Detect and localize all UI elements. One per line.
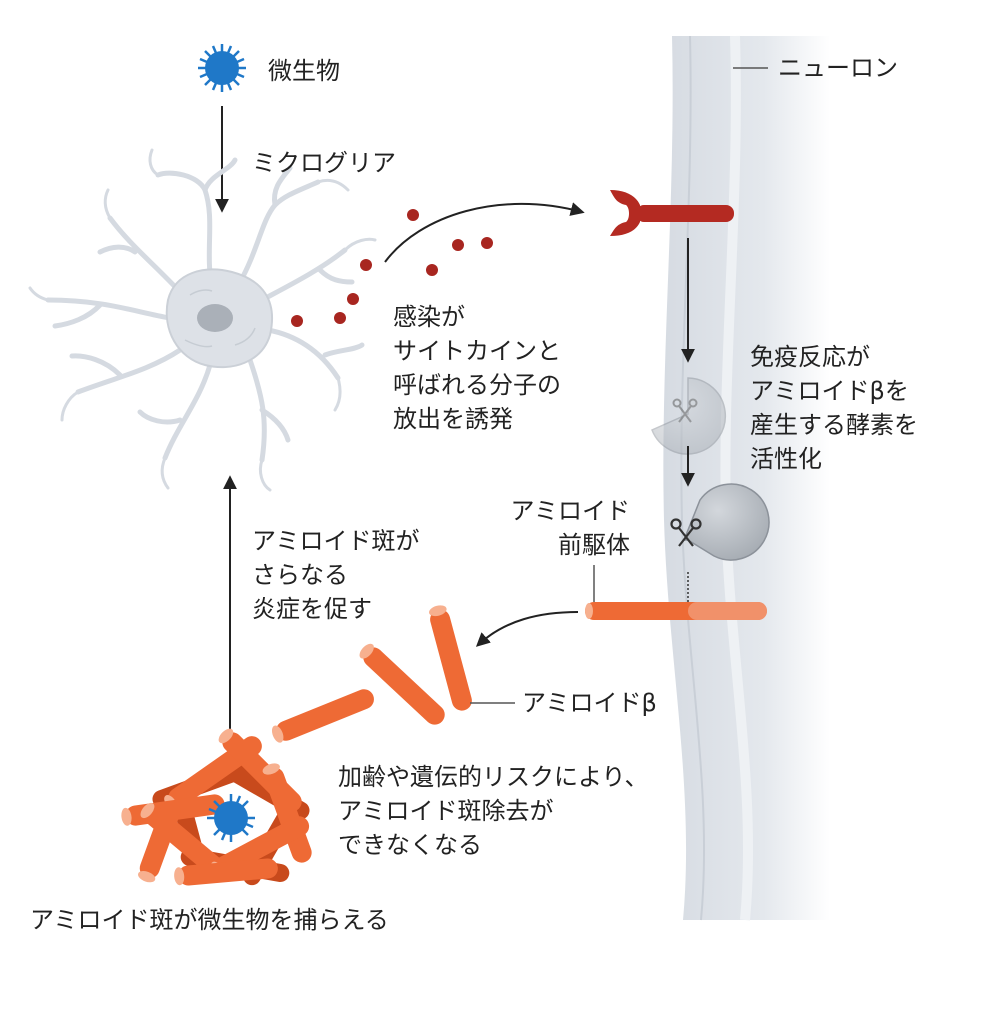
virus-icon: [198, 44, 246, 92]
label-capture: アミロイド斑が微生物を捕らえる: [30, 906, 389, 934]
microglia-nucleus: [197, 304, 233, 332]
arrow-precursor-to-beta: [475, 611, 579, 647]
label-cytokine-line1: 感染が: [393, 303, 465, 331]
label-microglia: ミクログリア: [252, 149, 396, 177]
label-plaque-inflammation: アミロイド斑が さらなる 炎症を促す: [252, 524, 420, 626]
label-precursor-line2: 前駆体: [558, 531, 630, 559]
label-neuron: ニューロン: [778, 54, 898, 82]
label-cytokine-line3: 呼ばれる分子の: [393, 371, 561, 399]
amyloid-beta-fragments: [271, 605, 472, 743]
label-plaque-inflammation-line1: アミロイド斑が: [252, 527, 420, 555]
amyloid-plaque: [121, 728, 312, 886]
label-aging-line1: 加齢や遺伝的リスクにより、: [338, 763, 649, 791]
scissors-icon: [672, 398, 698, 423]
label-plaque-inflammation-line3: 炎症を促す: [252, 595, 372, 623]
enzyme-active: [670, 483, 770, 561]
label-enzyme: 免疫反応が アミロイドβを 産生する酵素を 活性化: [750, 340, 918, 476]
amyloid-precursor: [585, 602, 767, 620]
label-precursor: アミロイド 前駆体: [498, 494, 630, 562]
label-cytokine-line4: 放出を誘発: [393, 405, 513, 433]
label-enzyme-line2: アミロイドβを: [750, 377, 909, 405]
label-precursor-line1: アミロイド: [510, 497, 630, 525]
neuron-body: [663, 36, 830, 920]
label-cytokine-line2: サイトカインと: [393, 337, 561, 365]
label-amyloid-beta: アミロイドβ: [522, 689, 657, 717]
label-aging-line3: できなくなる: [338, 831, 482, 859]
neuron-membrane-inner: [680, 35, 706, 921]
scissors-icon: [670, 518, 702, 547]
microglia-cell: [28, 148, 377, 492]
receptor: [610, 190, 734, 236]
enzyme-inactive: [651, 377, 726, 455]
virus-icon: [207, 794, 255, 842]
label-aging-line2: アミロイド斑除去が: [338, 797, 554, 825]
label-enzyme-line3: 産生する酵素を: [750, 411, 918, 439]
cytokines: [291, 209, 493, 327]
label-microbe: 微生物: [268, 57, 340, 85]
label-enzyme-line1: 免疫反応が: [750, 343, 870, 371]
label-cytokine: 感染が サイトカインと 呼ばれる分子の 放出を誘発: [393, 300, 561, 436]
arrow-cytokine-to-receptor: [384, 202, 585, 263]
label-enzyme-line4: 活性化: [750, 445, 822, 473]
label-aging: 加齢や遺伝的リスクにより、 アミロイド斑除去が できなくなる: [338, 760, 649, 862]
label-plaque-inflammation-line2: さらなる: [252, 561, 348, 589]
microglia-organelles: [184, 289, 256, 348]
